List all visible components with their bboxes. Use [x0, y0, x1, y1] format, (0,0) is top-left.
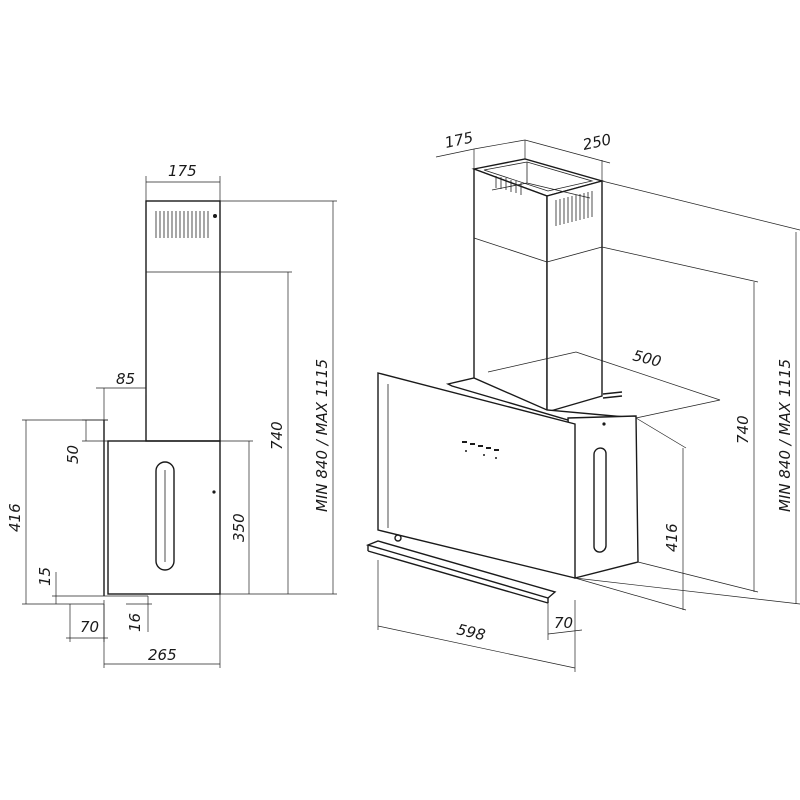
side-light-strip — [155, 461, 175, 571]
iso-dim-overall-range: MIN 840 / MAX 1115 — [776, 359, 794, 512]
side-dim-top-offset: 50 — [64, 445, 82, 464]
iso-dim-chimney-width: 250 — [581, 130, 613, 154]
iso-view: 175 250 500 740 MIN 840 / MAX 1115 416 5… — [365, 128, 800, 672]
control-button-icon — [494, 449, 499, 451]
iso-dim-chimney-height: 740 — [734, 415, 752, 444]
side-vent-grille — [155, 211, 209, 238]
side-screw — [213, 214, 217, 218]
control-button-icon — [478, 445, 483, 447]
control-button-icon — [470, 443, 475, 445]
iso-dim-canopy-depth: 500 — [631, 346, 663, 370]
iso-light-icon — [394, 534, 402, 542]
side-view: 175 85 50 416 15 70 16 265 350 740 MIN 8… — [6, 162, 337, 668]
iso-front-lip — [365, 540, 557, 599]
iso-dim-lip-depth: 70 — [554, 614, 573, 632]
iso-dimension-lines — [377, 139, 800, 672]
side-dim-body-height: 350 — [230, 513, 248, 542]
iso-dim-chimney-depth: 175 — [443, 128, 475, 152]
side-chimney — [145, 200, 221, 442]
iso-vent-left — [495, 176, 522, 195]
side-body — [107, 440, 221, 595]
iso-vent-right — [555, 191, 593, 226]
iso-control-panel — [462, 441, 499, 459]
side-dim-total-height: 416 — [6, 503, 24, 532]
control-button-icon — [486, 447, 491, 449]
side-dim-depth: 265 — [148, 646, 177, 664]
iso-side-light-strip — [593, 447, 607, 553]
side-dim-chimney-width: 175 — [168, 162, 197, 180]
side-dim-lip: 16 — [126, 613, 144, 632]
side-dim-chimney-height: 740 — [268, 421, 286, 450]
side-dim-depth-small: 70 — [80, 618, 99, 636]
side-dim-wall-offset: 85 — [116, 370, 135, 388]
iso-body-side — [567, 415, 639, 579]
side-dim-bottom-offset: 15 — [36, 567, 54, 586]
iso-chimney — [471, 158, 605, 413]
control-button-icon — [462, 441, 467, 443]
iso-dim-width: 598 — [455, 620, 487, 644]
iso-dim-body-height: 416 — [663, 523, 681, 552]
side-dim-overall-range: MIN 840 / MAX 1115 — [313, 359, 331, 512]
side-dimension-lines — [22, 176, 337, 668]
